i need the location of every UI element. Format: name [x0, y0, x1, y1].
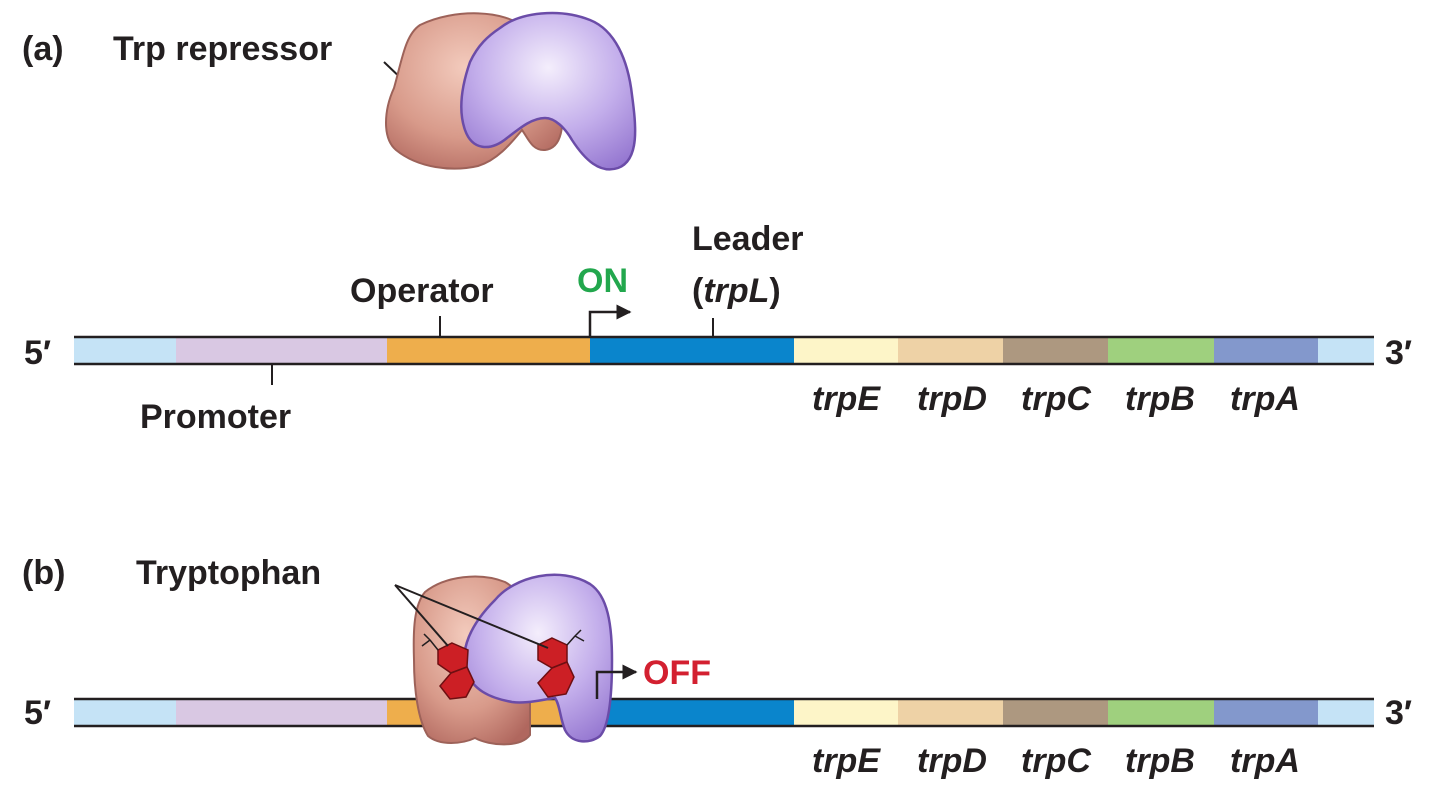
leader-gene-label: (trpL) — [692, 272, 781, 310]
off-transcription-arrow — [595, 664, 638, 699]
trp-repressor-label: Trp repressor — [113, 30, 332, 68]
gene-label-trpB-b: trpB — [1125, 742, 1195, 780]
dna-a-trpB-region — [1108, 337, 1214, 364]
panel-b: (b) Tryptophan — [22, 554, 1412, 780]
tryptophan-right-sidechain — [566, 629, 585, 646]
panel-b-letter: (b) — [22, 554, 65, 592]
dna-a-trpA-region — [1214, 337, 1318, 364]
off-label: OFF — [643, 654, 711, 692]
dna-a-leader-region — [590, 337, 794, 364]
three-prime-b: 3′ — [1385, 694, 1412, 732]
dna-a-trpC-region — [1003, 337, 1108, 364]
gene-label-trpD-b: trpD — [917, 742, 987, 780]
tryptophan-label: Tryptophan — [136, 554, 321, 592]
gene-label-trpE-b: trpE — [812, 742, 881, 780]
dna-a-end-left — [74, 337, 176, 364]
dna-a-promoter-region — [176, 337, 387, 364]
gene-label-trpC-a: trpC — [1021, 380, 1091, 418]
dna-a — [74, 335, 1374, 366]
dna-b-trpC-region — [1003, 699, 1108, 726]
five-prime-a: 5′ — [24, 334, 51, 372]
dna-a-end-right — [1318, 337, 1374, 364]
panel-a: (a) Trp repressor Leader (trpL) Operator… — [22, 11, 1412, 436]
five-prime-b: 5′ — [24, 694, 51, 732]
tryptophan-pointer-line-left — [394, 584, 449, 647]
gene-label-trpC-b: trpC — [1021, 742, 1091, 780]
operator-label: Operator — [350, 272, 494, 310]
dna-a-trpD-region — [898, 337, 1003, 364]
tryptophan-right-ring-bottom — [537, 661, 575, 698]
gene-label-trpA-b: trpA — [1230, 742, 1300, 780]
leader-gene-open: ( — [692, 272, 704, 310]
repressor-subunit-right — [460, 11, 637, 171]
on-transcription-arrow — [588, 304, 632, 337]
dna-b-trpE-region — [794, 699, 898, 726]
tryptophan-molecule-right — [537, 629, 585, 698]
gene-label-trpA-a: trpA — [1230, 380, 1300, 418]
tryptophan-pointer-line-right — [394, 584, 549, 649]
panel-a-letter: (a) — [22, 30, 64, 68]
dna-b — [74, 697, 1374, 728]
three-prime-a: 3′ — [1385, 334, 1412, 372]
tryptophan-left-ring-bottom — [439, 666, 475, 700]
leader-gene-close: ) — [769, 272, 780, 310]
dna-a-operator-region — [387, 337, 590, 364]
dna-b-leader-region — [590, 699, 794, 726]
gene-label-trpD-a: trpD — [917, 380, 987, 418]
dna-b-end-right — [1318, 699, 1374, 726]
dna-b-promoter-region — [176, 699, 387, 726]
leader-gene-name: trpL — [703, 272, 769, 310]
dna-a-trpE-region — [794, 337, 898, 364]
promoter-label: Promoter — [140, 398, 291, 436]
on-label: ON — [577, 262, 628, 300]
tryptophan-molecule-left — [421, 633, 475, 700]
tryptophan-left-sidechain — [421, 633, 439, 651]
dna-b-end-left — [74, 699, 176, 726]
gene-label-trpE-a: trpE — [812, 380, 881, 418]
dna-b-trpA-region — [1214, 699, 1318, 726]
dna-b-trpB-region — [1108, 699, 1214, 726]
trp-repressor-free — [385, 11, 637, 171]
dna-b-trpD-region — [898, 699, 1003, 726]
gene-label-trpB-a: trpB — [1125, 380, 1195, 418]
leader-label: Leader — [692, 220, 804, 258]
